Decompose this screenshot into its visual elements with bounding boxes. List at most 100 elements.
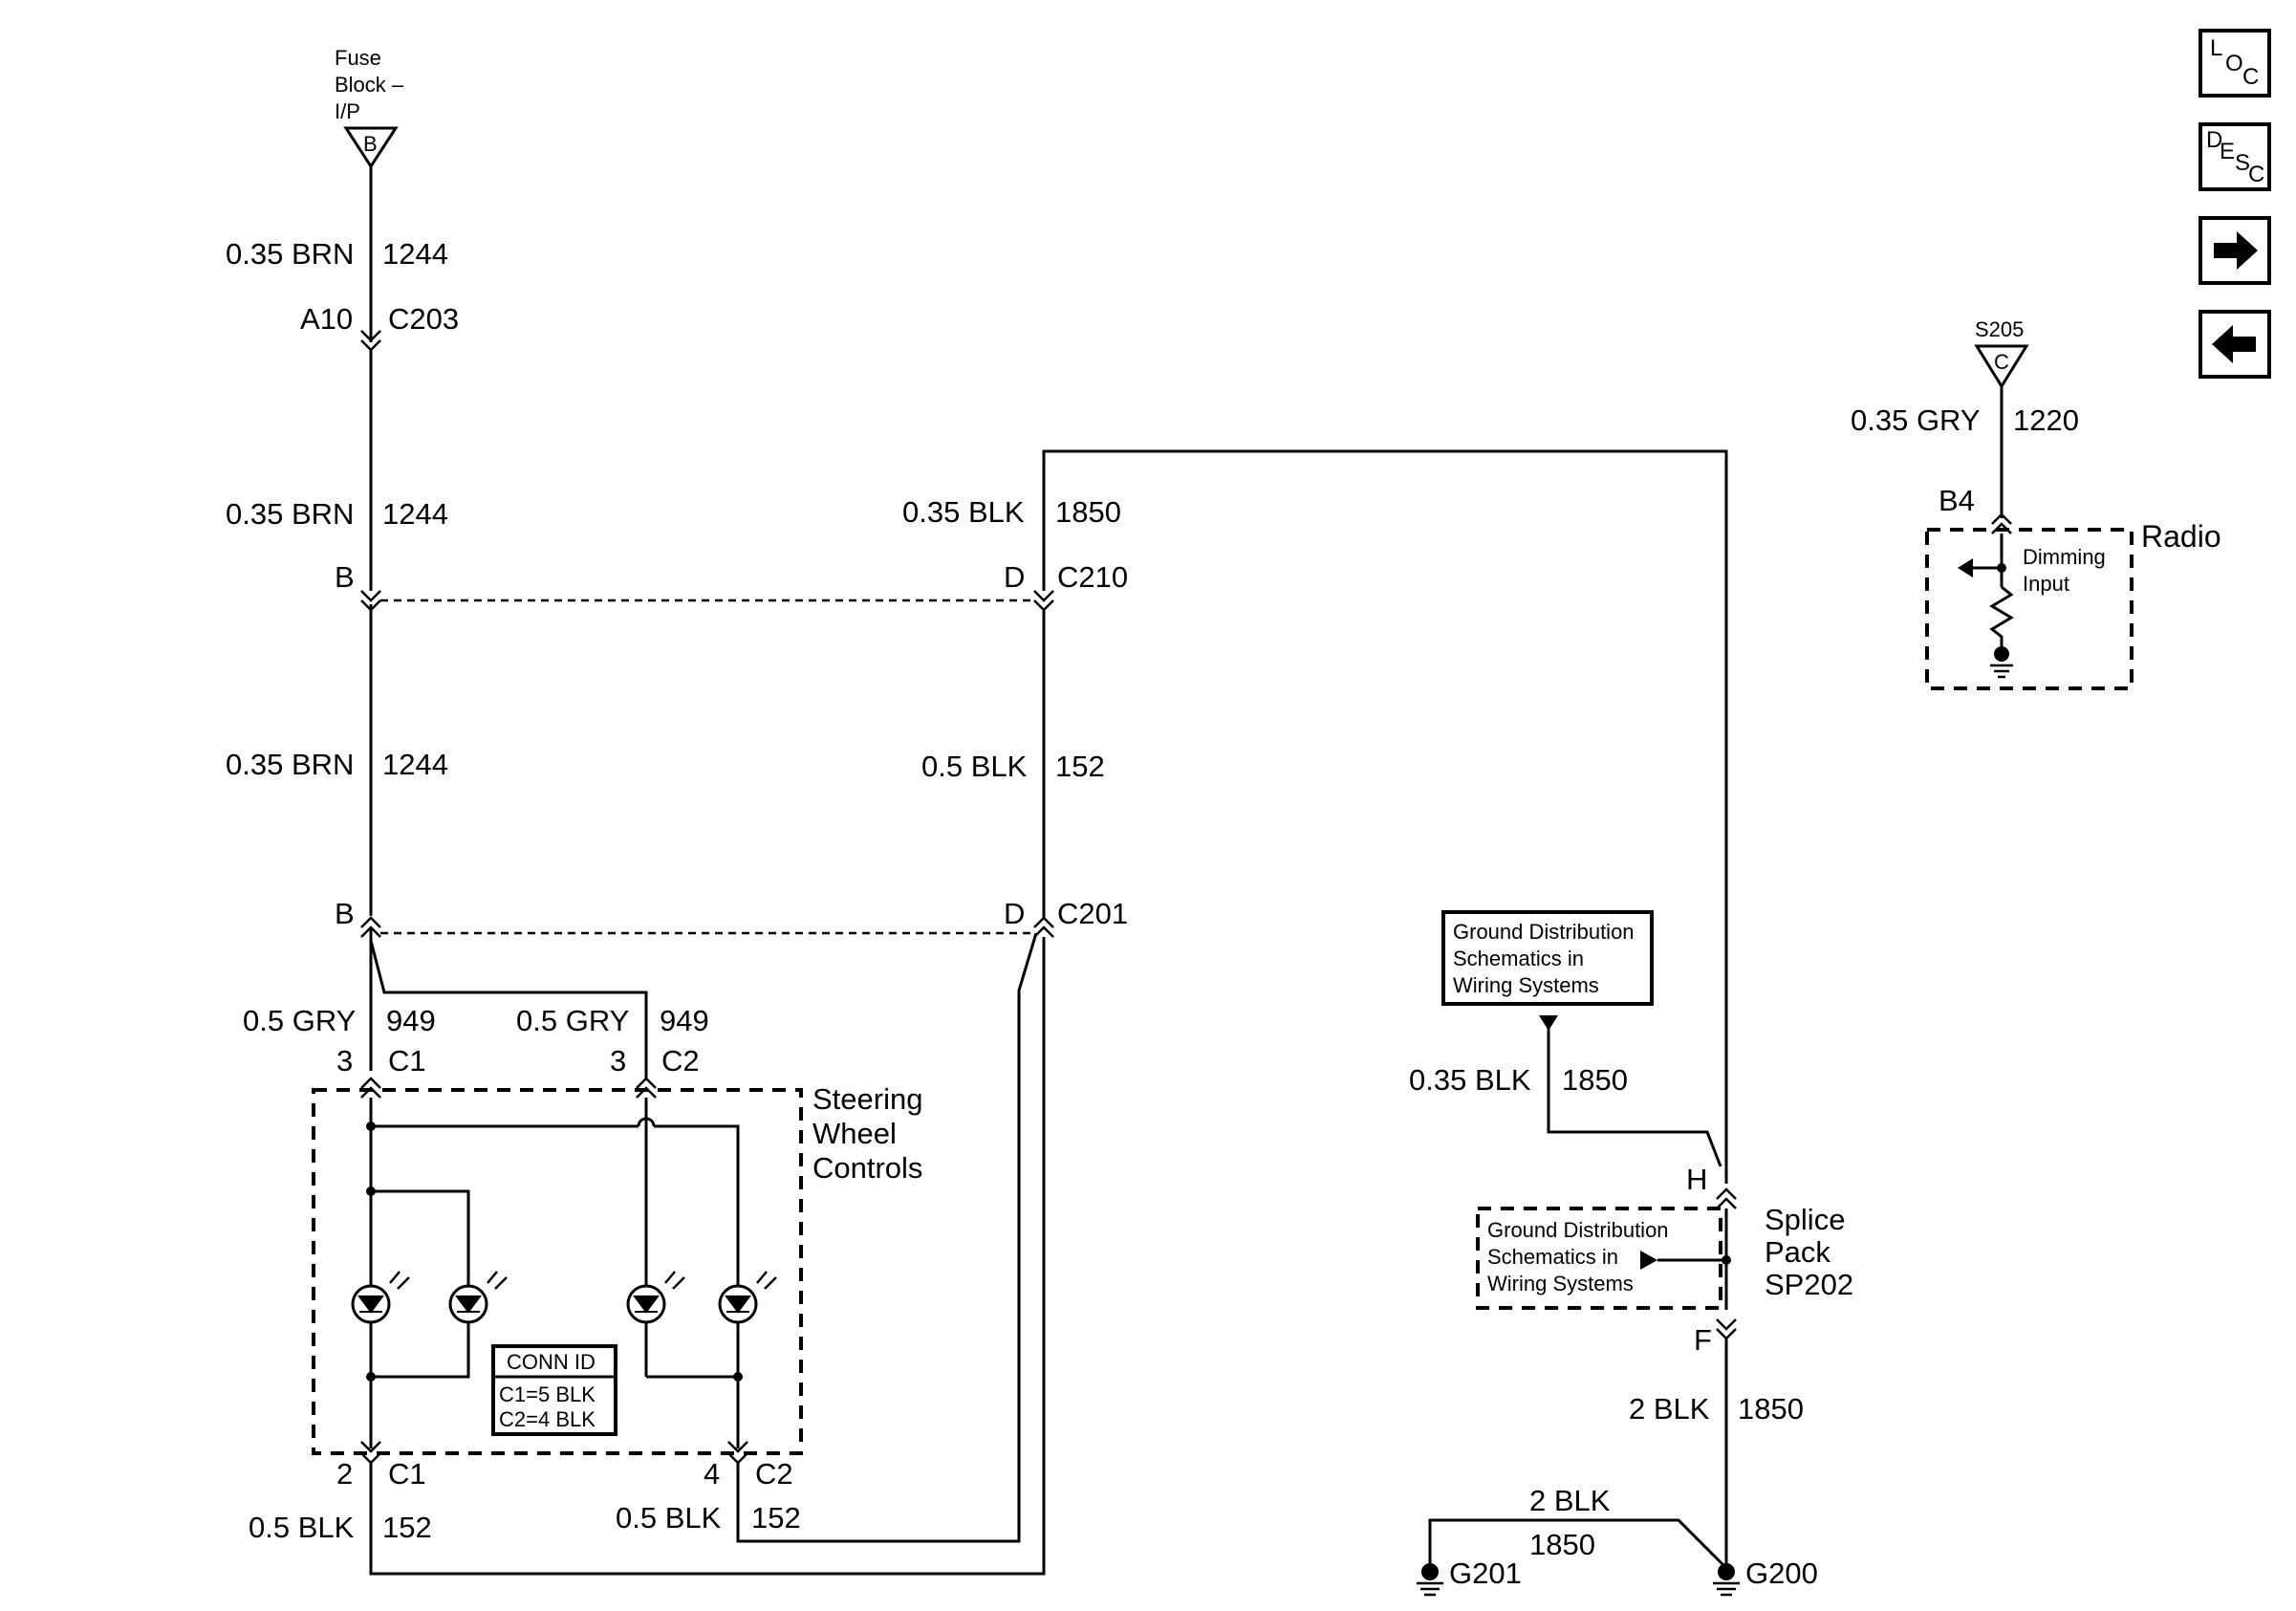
wire-circuit-7: 949: [660, 1004, 709, 1037]
c2-top-pin: 3: [610, 1044, 626, 1078]
wire-gauge-8: 0.5 BLK: [249, 1511, 355, 1544]
steering-label-2: Wheel: [812, 1117, 897, 1150]
ground-ref-top-line3: Wiring Systems: [1453, 973, 1599, 997]
steering-label-1: Steering: [812, 1082, 922, 1116]
connector-c1-bottom: 2 C1: [336, 1441, 426, 1499]
c203-name: C203: [388, 302, 459, 336]
c1-top-name: C1: [388, 1044, 426, 1078]
ground-ref-splice-line2: Schematics in: [1487, 1245, 1618, 1269]
wire-circuit-1: 1244: [382, 237, 448, 271]
connector-c201: B D C201: [335, 897, 1128, 938]
splice-terminal-icon: [1974, 344, 2029, 389]
fuse-label-1: Fuse: [335, 46, 381, 70]
arrow-left-small-icon: [1958, 558, 1973, 577]
wire-circuit-13: 1220: [2013, 403, 2079, 437]
desc-button[interactable]: D E S C: [2199, 122, 2271, 191]
ground-icon: [1417, 1563, 1443, 1597]
splice-pin-bottom: F: [1694, 1323, 1712, 1357]
g201-label: G201: [1449, 1557, 1522, 1590]
c1-bottom-name: C1: [388, 1457, 426, 1491]
ground-ref-splice-line1: Ground Distribution: [1487, 1218, 1669, 1242]
ground-distribution-link-splice[interactable]: Ground Distribution Schematics in Wiring…: [1487, 1218, 1669, 1295]
fuse-terminal: B: [363, 132, 378, 156]
desc-letter-4: C: [2248, 162, 2264, 187]
bulb-icon: [626, 1271, 685, 1324]
c203-pin: A10: [300, 302, 353, 336]
wire-gauge-4: 0.35 BLK: [902, 495, 1025, 529]
desc-letter-1: D: [2206, 127, 2222, 153]
connector-c203: A10 C203: [300, 302, 459, 352]
c210-pin-left: B: [335, 560, 355, 594]
arrow-right-icon: [2214, 231, 2258, 270]
conn-id-title: CONN ID: [507, 1350, 596, 1374]
ground-ref-top-line1: Ground Distribution: [1453, 920, 1635, 944]
ground-ref-splice-line3: Wiring Systems: [1487, 1272, 1634, 1295]
next-button[interactable]: [2199, 216, 2271, 285]
middle-trunk: [369, 449, 1728, 1576]
ground-icon: [1713, 1563, 1740, 1597]
c2-bottom-name: C2: [755, 1457, 793, 1491]
steering-wheel-controls: Steering Wheel Controls: [312, 1082, 922, 1455]
desc-letter-3: S: [2235, 150, 2250, 176]
radio-input-1: Dimming: [2023, 545, 2106, 569]
wire-circuit-4: 1850: [1055, 495, 1121, 529]
bulb-icon: [718, 1271, 777, 1324]
splice-label-1: Splice: [1765, 1203, 1845, 1236]
splice-label-3: SP202: [1765, 1268, 1853, 1301]
wire-circuit-10: 1850: [1562, 1063, 1628, 1097]
steering-label-3: Controls: [812, 1151, 922, 1185]
desc-letter-2: E: [2220, 139, 2235, 164]
conn-id-line2: C2=4 BLK: [499, 1407, 596, 1431]
radio-source: S205: [1975, 317, 2024, 341]
splice-pin-top: H: [1686, 1163, 1707, 1196]
fuse-label-2: Block –: [335, 73, 404, 97]
wire-gauge-1: 0.35 BRN: [226, 237, 354, 271]
ground-g201: G201: [1417, 1557, 1522, 1597]
bulb-icon: [448, 1271, 508, 1324]
wire-circuit-2: 1244: [382, 497, 448, 531]
wire-circuit-12: 1850: [1529, 1528, 1595, 1561]
wire-gauge-10: 0.35 BLK: [1409, 1063, 1531, 1097]
c210-pin-right: D: [1004, 560, 1025, 594]
arrow-right-small-icon: [1640, 1251, 1657, 1270]
wire-gauge-13: 0.35 GRY: [1851, 403, 1981, 437]
fuse-block: Fuse Block – I/P B: [335, 46, 404, 169]
wire-gauge-12: 2 BLK: [1529, 1484, 1611, 1517]
connector-c1-top: 3 C1: [336, 1044, 426, 1099]
wire-gauge-11: 2 BLK: [1629, 1392, 1710, 1426]
loc-letter-3: C: [2242, 64, 2259, 90]
bulb-icon: [351, 1271, 410, 1324]
wire-circuit-5: 152: [1055, 750, 1105, 783]
ground-ref-top-line2: Schematics in: [1453, 947, 1584, 970]
loc-button[interactable]: L O C: [2199, 29, 2271, 98]
conn-id-box: CONN ID C1=5 BLK C2=4 BLK: [491, 1344, 617, 1436]
wire-gauge-2: 0.35 BRN: [226, 497, 354, 531]
wire-circuit-8: 152: [382, 1511, 432, 1544]
gry-949-branch: [369, 940, 648, 1080]
c201-pin-right: D: [1004, 897, 1025, 930]
c2-top-name: C2: [661, 1044, 700, 1078]
radio-pin: B4: [1939, 484, 1975, 517]
loc-letter-2: O: [2225, 51, 2243, 76]
ground-g200: G200: [1713, 1557, 1818, 1597]
ground-icon: [1990, 646, 2013, 679]
wire-gauge-6: 0.5 GRY: [243, 1004, 356, 1037]
g200-label: G200: [1745, 1557, 1818, 1590]
wire-circuit-9: 152: [751, 1501, 801, 1535]
radio-section: S205 C 0.35 GRY 1220 B4 Radio Dimming In…: [1851, 317, 2221, 690]
wire-circuit-11: 1850: [1738, 1392, 1804, 1426]
wire-circuit-6: 949: [386, 1004, 436, 1037]
radio-input-2: Input: [2023, 572, 2069, 596]
c201-name: C201: [1057, 897, 1128, 930]
conn-id-line1: C1=5 BLK: [499, 1382, 596, 1406]
connector-c210: B D C210: [335, 560, 1128, 612]
ground-distribution-link-top[interactable]: Ground Distribution Schematics in Wiring…: [1441, 910, 1654, 1006]
wire-circuit-3: 1244: [382, 748, 448, 781]
splice-pack-sp202: H F Splice Pack SP202: [1476, 1163, 1853, 1357]
loc-letter-1: L: [2210, 35, 2222, 61]
wire-gauge-7: 0.5 GRY: [516, 1004, 629, 1037]
splice-label-2: Pack: [1765, 1235, 1830, 1269]
prev-button[interactable]: [2199, 310, 2271, 379]
fuse-label-3: I/P: [335, 99, 360, 123]
